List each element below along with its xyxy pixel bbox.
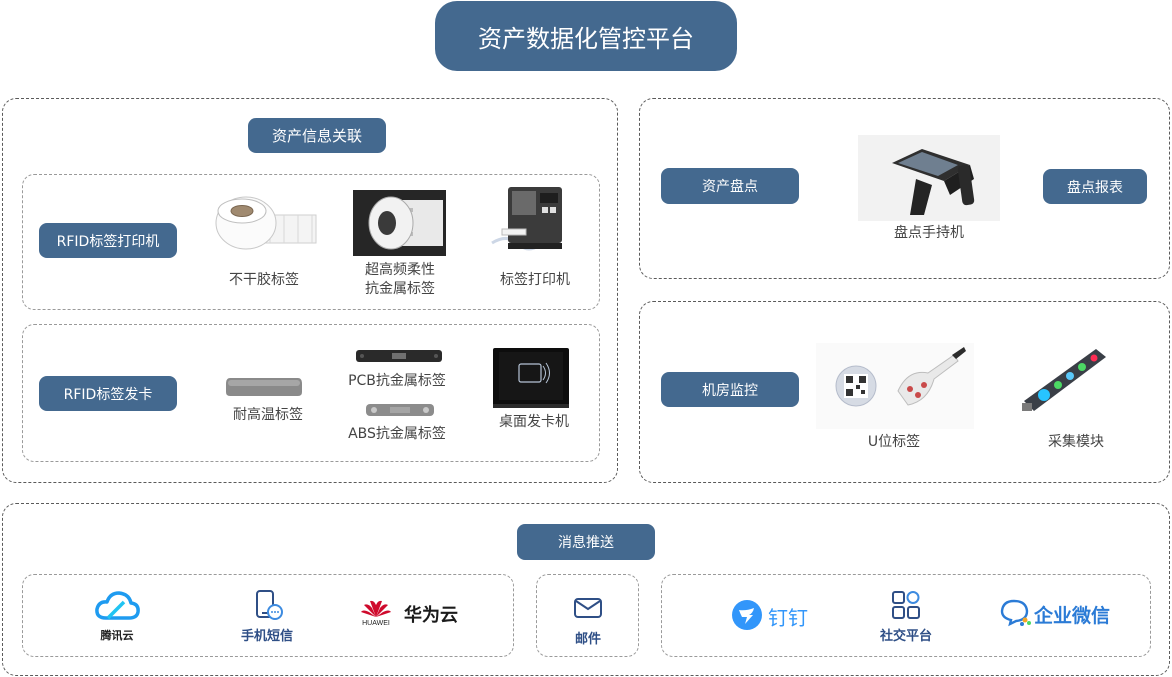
handheld-terminal-image bbox=[858, 135, 1000, 221]
wecom-icon bbox=[1000, 599, 1031, 627]
u-position-tag-caption: U位标签 bbox=[867, 434, 921, 450]
messaging-panel bbox=[2, 503, 1170, 676]
mail-label: 邮件 bbox=[574, 632, 601, 647]
huawei-logo-icon bbox=[361, 600, 391, 617]
desktop-card-issuer-image bbox=[493, 348, 569, 408]
dingtalk-label: 钉钉 bbox=[768, 606, 808, 630]
printer-row-panel bbox=[22, 174, 600, 310]
tencent-cloud-label: 腾讯云 bbox=[100, 629, 134, 642]
adhesive-label-caption: 不干胶标签 bbox=[229, 272, 299, 288]
tencent-cloud-icon bbox=[95, 591, 140, 620]
rfid-printer-label: RFID标签打印机 bbox=[39, 223, 177, 258]
server-room-monitoring-label: 机房监控 bbox=[661, 372, 799, 407]
social-platform-label: 社交平台 bbox=[879, 629, 932, 644]
huawei-cloud-label: 华为云 bbox=[404, 605, 458, 626]
pcb-tag-image bbox=[356, 350, 442, 362]
desktop-card-issuer-caption: 桌面发卡机 bbox=[499, 414, 569, 430]
social-platform-icon bbox=[892, 591, 920, 619]
huawei-wordmark: HUAWEI bbox=[362, 620, 390, 627]
phone-sms-icon bbox=[256, 590, 283, 620]
handheld-terminal-caption: 盘点手持机 bbox=[894, 225, 964, 241]
inventory-panel bbox=[639, 98, 1170, 279]
collection-module-image bbox=[1022, 349, 1106, 411]
rfid-card-issuing-label: RFID标签发卡 bbox=[39, 376, 177, 411]
high-temp-tag-caption: 耐高温标签 bbox=[233, 407, 303, 423]
server-room-panel bbox=[639, 301, 1170, 483]
inventory-report-label: 盘点报表 bbox=[1043, 169, 1147, 204]
message-push-header: 消息推送 bbox=[517, 524, 655, 560]
dingtalk-icon bbox=[732, 600, 762, 630]
u-position-tag-image bbox=[816, 343, 974, 429]
label-printer-image bbox=[491, 187, 562, 251]
asset-association-header: 资产信息关联 bbox=[248, 118, 386, 153]
asset-inventory-label: 资产盘点 bbox=[661, 168, 799, 204]
mail-group bbox=[536, 574, 639, 657]
social-group bbox=[661, 574, 1151, 657]
mail-icon bbox=[574, 598, 602, 618]
cloud-sms-group bbox=[22, 574, 514, 657]
uhf-flexible-label-image bbox=[353, 190, 446, 256]
high-temp-tag-image bbox=[226, 378, 302, 396]
label-printer-caption: 标签打印机 bbox=[500, 272, 570, 288]
card-issuing-row-panel bbox=[22, 324, 600, 462]
asset-association-panel bbox=[2, 98, 618, 483]
sms-label: 手机短信 bbox=[240, 629, 293, 644]
abs-tag-image bbox=[366, 404, 434, 416]
collection-module-caption: 采集模块 bbox=[1048, 434, 1104, 450]
uhf-label-caption-line2: 抗金属标签 bbox=[365, 281, 435, 297]
uhf-label-caption-line1: 超高频柔性 bbox=[365, 262, 435, 278]
page-title: 资产数据化管控平台 bbox=[435, 1, 737, 71]
pcb-tag-caption: PCB抗金属标签 bbox=[348, 373, 446, 389]
wecom-label: 企业微信 bbox=[1034, 605, 1111, 627]
abs-tag-caption: ABS抗金属标签 bbox=[348, 426, 446, 442]
adhesive-label-roll-image bbox=[215, 196, 317, 250]
